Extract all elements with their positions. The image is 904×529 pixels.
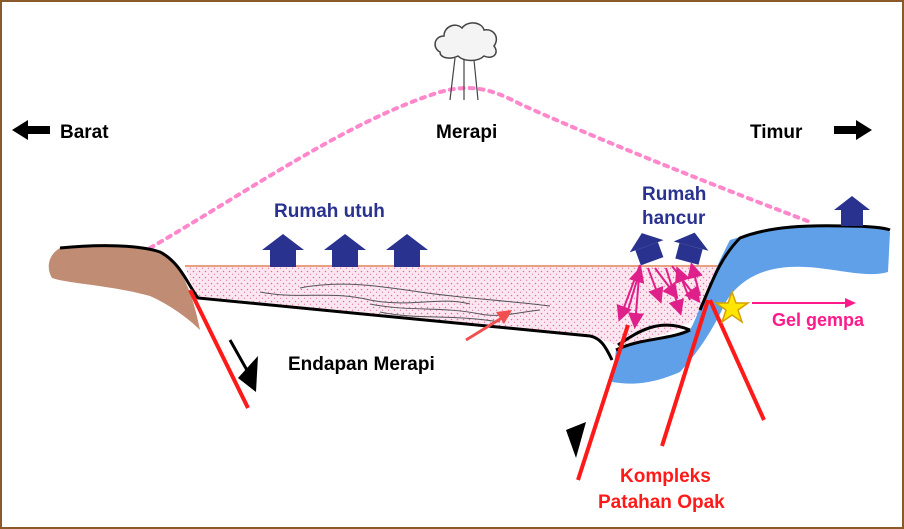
arrow-right-icon bbox=[834, 120, 872, 140]
label-seismic-wave: Gel gempa bbox=[772, 310, 865, 330]
seismic-wave-arrow bbox=[752, 298, 856, 308]
house-intact bbox=[262, 234, 304, 267]
deposit-layer-line bbox=[299, 283, 551, 307]
fault-line-west bbox=[188, 289, 250, 409]
merapi-deposit bbox=[185, 266, 722, 345]
west-crust-block bbox=[48, 245, 200, 330]
label-volcano: Merapi bbox=[436, 122, 497, 143]
label-deposits: Endapan Merapi bbox=[288, 354, 435, 375]
deposit-layer-line bbox=[379, 311, 501, 323]
house-destroyed bbox=[673, 232, 709, 265]
arrow-left-icon bbox=[12, 120, 50, 140]
east-crust-block bbox=[612, 226, 890, 384]
slip-arrow-west bbox=[228, 339, 258, 392]
deposit-layer-line bbox=[369, 303, 541, 316]
label-east: Timur bbox=[750, 122, 803, 143]
house-destroyed bbox=[629, 233, 664, 266]
slip-arrow-opak bbox=[566, 422, 586, 458]
east-surface-line bbox=[698, 224, 891, 311]
label-fault-complex-1: Kompleks bbox=[620, 466, 711, 487]
fault-line-opak-1 bbox=[576, 324, 630, 481]
volcano-outline bbox=[148, 86, 812, 250]
star-icon bbox=[713, 289, 751, 324]
cloud-icon bbox=[434, 22, 498, 101]
label-intact-houses: Rumah utuh bbox=[274, 201, 385, 222]
label-destroyed-houses-1: Rumah bbox=[642, 184, 706, 205]
fault-line-opak-2 bbox=[660, 299, 710, 447]
label-destroyed-houses-2: hancur bbox=[642, 208, 706, 229]
label-west: Barat bbox=[60, 122, 109, 143]
shaking-arrows bbox=[616, 262, 703, 329]
deposit-layer-line bbox=[259, 291, 471, 305]
deposit-pointer-arrow bbox=[465, 310, 512, 342]
house-intact bbox=[386, 234, 428, 267]
basement-line bbox=[59, 244, 614, 361]
fault-line-opak-3 bbox=[708, 299, 766, 421]
house-intact bbox=[324, 234, 366, 267]
house-east bbox=[834, 196, 870, 226]
label-fault-complex-2: Patahan Opak bbox=[598, 492, 725, 513]
